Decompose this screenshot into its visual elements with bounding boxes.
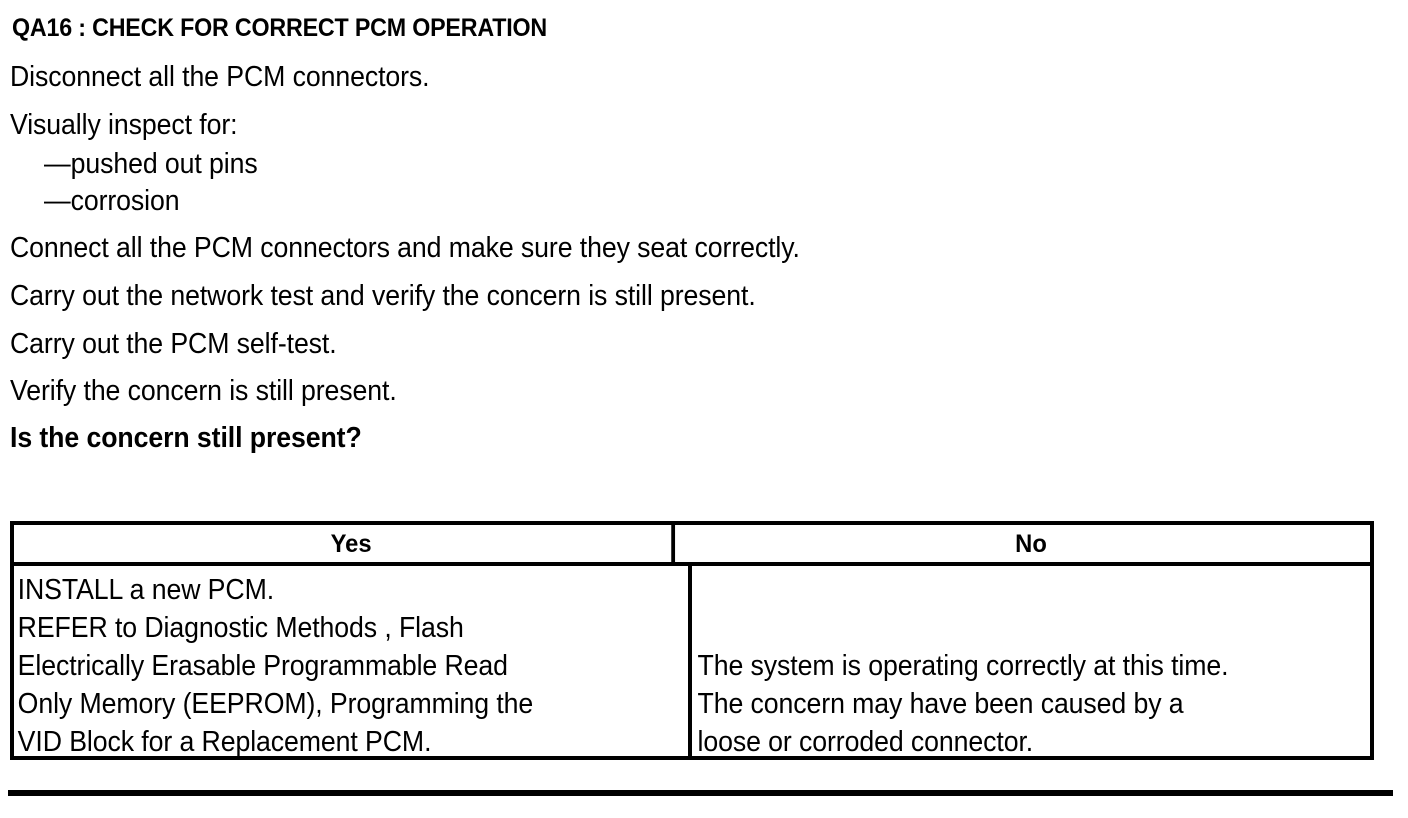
table-row: INSTALL a new PCM. REFER to Diagnostic M…: [14, 566, 1370, 758]
table-header-no: No: [1015, 530, 1047, 558]
table-cell-no-text: The system is operating correctly at thi…: [697, 650, 1229, 758]
instruction-line-2: Visually inspect for:: [10, 109, 238, 141]
table-cell-no: The system is operating correctly at thi…: [692, 566, 1370, 758]
inspect-bullet-pushed-out-pins: —pushed out pins: [44, 148, 258, 180]
table-cell-yes-text: INSTALL a new PCM. REFER to Diagnostic M…: [17, 574, 534, 758]
instruction-line-5: Carry out the PCM self-test.: [10, 328, 337, 360]
instruction-line-4: Carry out the network test and verify th…: [10, 280, 756, 312]
table-header-row: Yes No: [14, 525, 1370, 566]
inspect-bullet-corrosion: —corrosion: [44, 185, 180, 217]
instruction-line-1: Disconnect all the PCM connectors.: [10, 61, 430, 93]
table-header-yes: Yes: [31, 525, 676, 562]
table-cell-yes: INSTALL a new PCM. REFER to Diagnostic M…: [14, 566, 692, 758]
instruction-line-6: Verify the concern is still present.: [10, 375, 397, 407]
page-title: QA16 : CHECK FOR CORRECT PCM OPERATION: [12, 14, 548, 42]
instruction-line-3: Connect all the PCM connectors and make …: [10, 232, 800, 264]
footer-divider-rule: [8, 790, 1393, 796]
decision-question: Is the concern still present?: [10, 422, 362, 454]
decision-table: Yes No INSTALL a new PCM. REFER to Diagn…: [10, 521, 1374, 760]
